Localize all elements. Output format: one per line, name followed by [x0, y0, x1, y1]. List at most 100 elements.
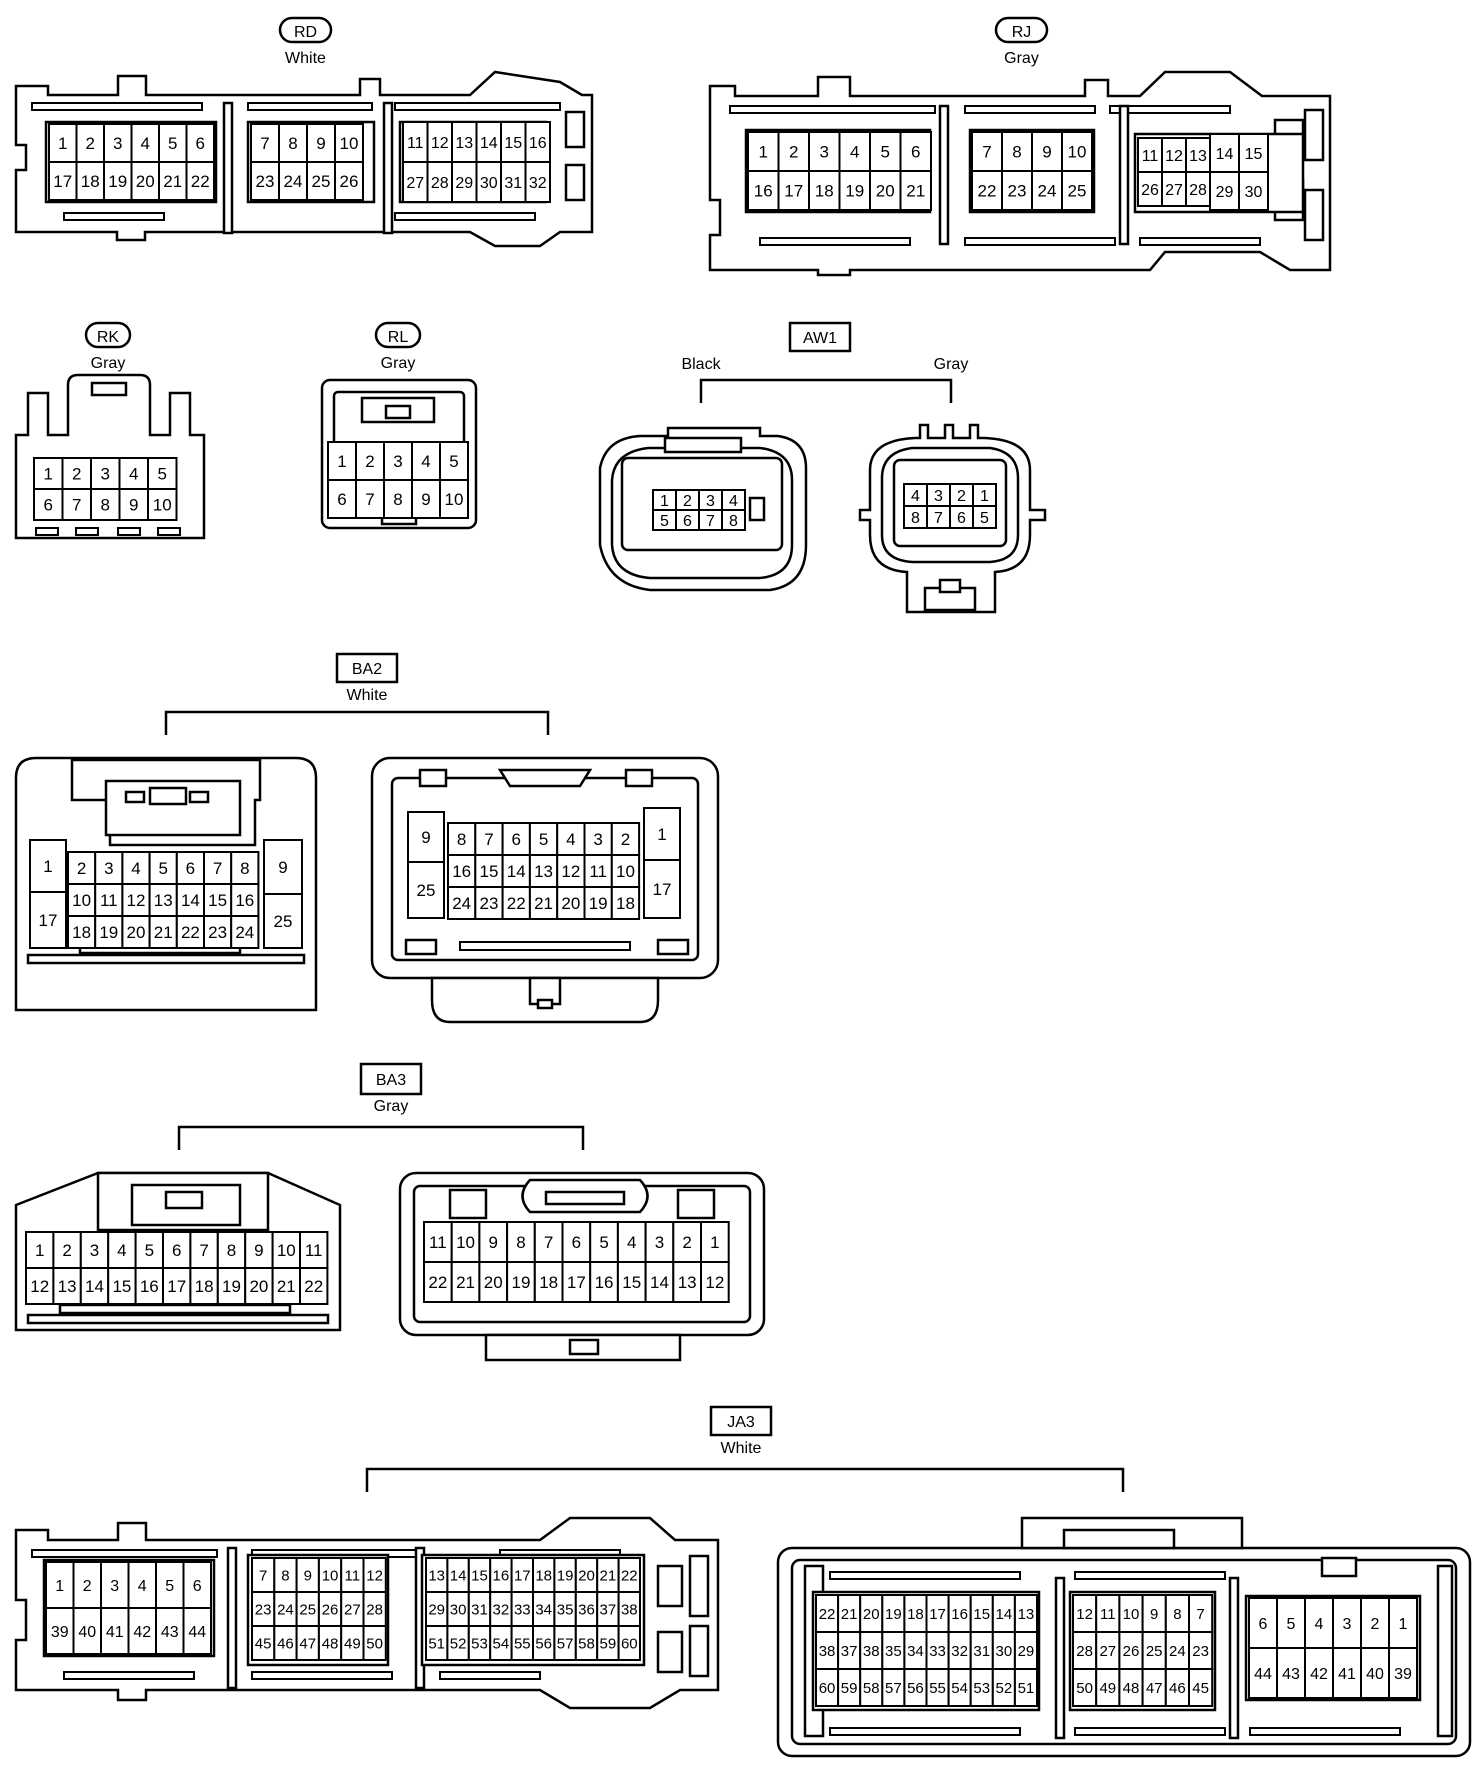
- rj-pin-16: 16: [747, 170, 780, 211]
- pin-number: 51: [1018, 1680, 1035, 1697]
- ba3-right-pin-12: 12: [700, 1261, 730, 1303]
- pin-number: 4: [627, 1233, 636, 1252]
- pin-number: 19: [589, 894, 608, 913]
- ja3-right-pin-41: 41: [1332, 1647, 1362, 1699]
- ba3-right-pin-21: 21: [450, 1261, 481, 1303]
- ba3-left-pin-4: 4: [107, 1231, 137, 1269]
- pin-number: 24: [1169, 1643, 1186, 1660]
- connector-ba3-code-box: [359, 1062, 423, 1096]
- ba3-right-pin-4: 4: [616, 1221, 647, 1263]
- pin-number: 22: [621, 1567, 638, 1584]
- aw1-black-pin-6: 6: [675, 509, 700, 531]
- pin-number: 37: [841, 1643, 858, 1660]
- ba3-right-pin-1: 1: [700, 1221, 730, 1263]
- rj-pin-23: 23: [1001, 170, 1033, 211]
- ja3-left-pin-41: 41: [100, 1607, 130, 1655]
- ba2-right-pin-8: 8: [447, 822, 477, 856]
- ba2-left-pin-14: 14: [175, 883, 206, 917]
- ba2-left-pin-15: 15: [203, 883, 233, 917]
- ba2-right-pin-20: 20: [556, 886, 586, 920]
- connector-ja3: JA3 White: [14, 1405, 1472, 1758]
- ja3-left-pin-34: 34: [532, 1591, 556, 1627]
- ja3-left-pin-22: 22: [617, 1557, 641, 1593]
- rk-pin-4: 4: [118, 457, 149, 490]
- aw1-black-pin-7: 7: [698, 509, 723, 531]
- rd-pin-17: 17: [48, 161, 78, 201]
- pin-number: 5: [881, 143, 890, 162]
- aw1-black-pin-4: 4: [721, 489, 746, 511]
- pin-number: 6: [44, 496, 53, 515]
- rj-pin-27: 27: [1161, 171, 1187, 207]
- pin-number: 51: [428, 1635, 445, 1652]
- pin-number: 7: [982, 143, 991, 162]
- pin-number: 2: [86, 134, 95, 153]
- pin-number: 2: [682, 1233, 691, 1252]
- ja3-right-pin-50: 50: [1072, 1668, 1098, 1707]
- pin-number: 2: [365, 452, 374, 471]
- ba2-right-pin-14: 14: [501, 854, 531, 888]
- ja3-right-pin-25: 25: [1141, 1631, 1167, 1670]
- pin-number: 3: [820, 143, 829, 162]
- pin-number: 32: [529, 175, 547, 192]
- pin-number: 30: [450, 1601, 467, 1618]
- ba2-left-pin-5: 5: [148, 851, 178, 885]
- pin-number: 14: [181, 891, 200, 910]
- pin-number: 20: [136, 172, 155, 191]
- rd-pin-18: 18: [75, 161, 105, 201]
- connector-rd-code-badge: [278, 16, 333, 44]
- ja3-left-pin-15: 15: [467, 1557, 492, 1593]
- rd-pin-10: 10: [334, 123, 364, 163]
- rd-pin-19: 19: [103, 161, 133, 201]
- pin-number: 2: [72, 465, 81, 484]
- pin-number: 11: [305, 1241, 323, 1260]
- ba2-left-pin-11: 11: [94, 883, 124, 917]
- ba2-right-pin-15: 15: [474, 854, 504, 888]
- pin-number: 11: [100, 891, 118, 910]
- ja3-left-pin-14: 14: [446, 1557, 470, 1593]
- pin-number: 46: [277, 1635, 294, 1652]
- aw1-gray-pin-7: 7: [926, 505, 951, 529]
- ba2-right-pin-24: 24: [447, 886, 477, 920]
- pin-number: 4: [129, 465, 138, 484]
- pin-number: 21: [456, 1273, 475, 1292]
- pin-number: 12: [1165, 148, 1183, 165]
- ja3-right-pin-47: 47: [1141, 1668, 1167, 1707]
- ba3-left-pin-7: 7: [189, 1231, 219, 1269]
- pin-number: 22: [507, 894, 526, 913]
- pin-number: 38: [819, 1643, 836, 1660]
- rl-pin-1: 1: [327, 441, 357, 481]
- pin-number: 18: [535, 1567, 552, 1584]
- rk-pin-6: 6: [33, 488, 64, 521]
- pin-number: 27: [344, 1601, 361, 1618]
- ba2-left-pin-12: 12: [121, 883, 151, 917]
- ba2-right-pin-22: 22: [501, 886, 531, 920]
- ja3-right-pin-29: 29: [1013, 1631, 1039, 1670]
- rd-pin-29: 29: [451, 161, 478, 203]
- pin-number: 22: [428, 1273, 447, 1292]
- pin-number: 32: [493, 1601, 510, 1618]
- ja3-right-pin-54: 54: [947, 1668, 972, 1707]
- pin-number: 26: [340, 172, 359, 191]
- ja3-left-pin-53: 53: [467, 1625, 492, 1661]
- pin-number: 20: [876, 182, 895, 201]
- pin-number: 4: [911, 488, 920, 505]
- ja3-left-pin-32: 32: [489, 1591, 513, 1627]
- ja3-right-pin-22: 22: [815, 1594, 840, 1633]
- ba3-right-pin-6: 6: [561, 1221, 592, 1263]
- ja3-right-pin-1: 1: [1388, 1597, 1418, 1649]
- pin-number: 13: [1018, 1606, 1035, 1623]
- connector-ja3-code-box: [709, 1405, 773, 1437]
- rd-pin-28: 28: [426, 161, 453, 203]
- rd-pin-26: 26: [334, 161, 364, 201]
- pin-number: 33: [929, 1643, 946, 1660]
- pin-number: 11: [429, 1233, 447, 1252]
- ja3-left-pin-30: 30: [446, 1591, 470, 1627]
- ba3-left-pin-6: 6: [162, 1231, 192, 1269]
- rd-pin-4: 4: [130, 123, 160, 163]
- pin-number: 20: [863, 1606, 880, 1623]
- pin-number: 19: [885, 1606, 902, 1623]
- pin-number: 27: [406, 175, 424, 192]
- rd-pin-21: 21: [158, 161, 188, 201]
- pin-number: 22: [819, 1606, 836, 1623]
